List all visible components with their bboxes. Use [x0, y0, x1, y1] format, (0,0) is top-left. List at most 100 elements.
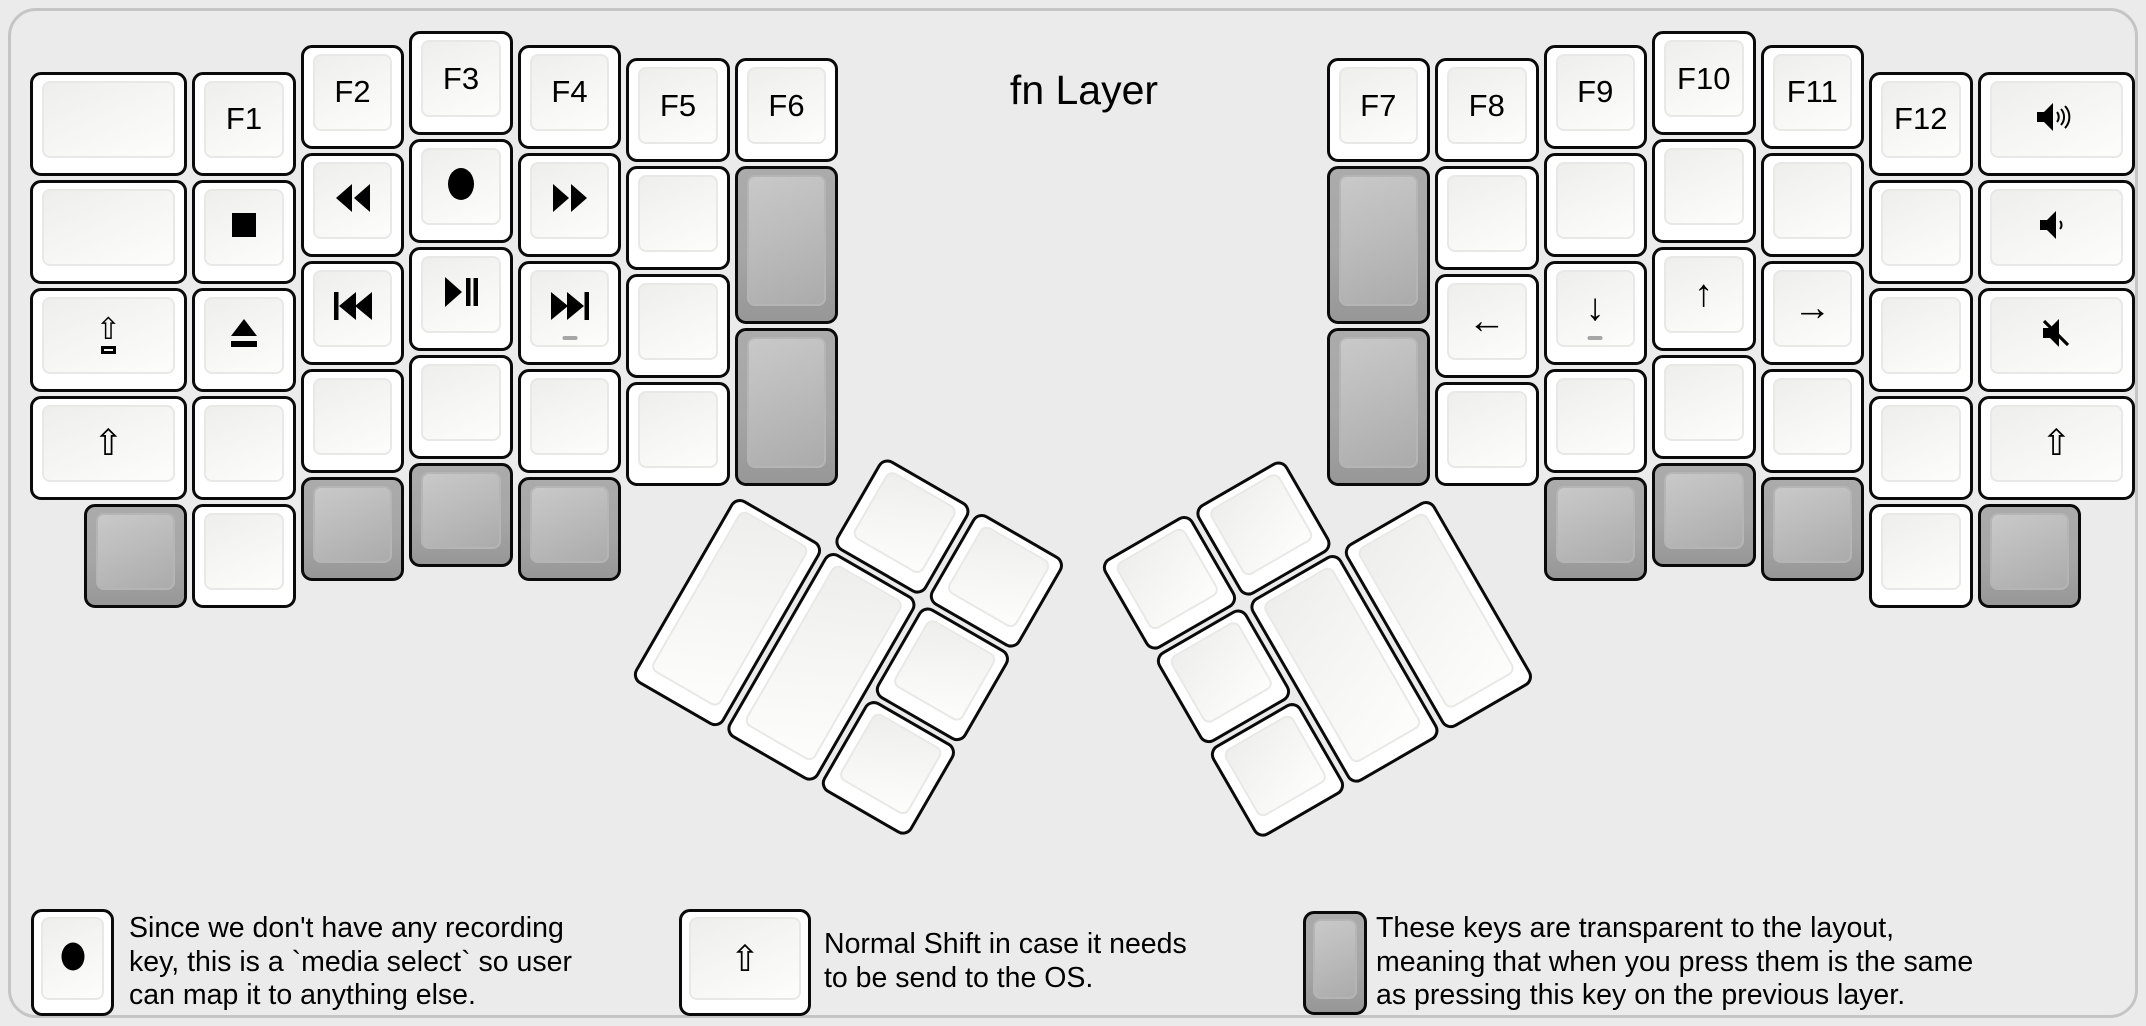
- blank-key[interactable]: [626, 166, 730, 270]
- transparent-key[interactable]: [734, 328, 839, 486]
- arrow-left-key[interactable]: ←: [1435, 274, 1539, 378]
- transparent-key[interactable]: [1652, 463, 1756, 567]
- blank-key[interactable]: [192, 395, 296, 500]
- f4-key-label: F4: [551, 74, 588, 109]
- record-key[interactable]: [409, 139, 513, 243]
- play-pause-key[interactable]: [409, 247, 513, 351]
- arrow-up-key[interactable]: ↑: [1652, 247, 1756, 351]
- keycap-top: [638, 283, 718, 360]
- next-track-key[interactable]: [517, 260, 622, 365]
- keycap-top: [1338, 175, 1418, 306]
- keycap-top: [529, 377, 610, 455]
- blank-key[interactable]: [300, 368, 405, 473]
- keycap-top: F10: [1664, 40, 1744, 117]
- keycap-top: [312, 485, 393, 563]
- f10-key[interactable]: F10: [1652, 31, 1756, 135]
- volume-up-key[interactable]: [1977, 71, 2136, 176]
- keycap-top: [1555, 485, 1635, 563]
- f9-key[interactable]: F9: [1543, 44, 1647, 149]
- f7-key[interactable]: F7: [1326, 58, 1430, 162]
- keycap-top: F12: [1881, 80, 1961, 158]
- transparent-key[interactable]: [300, 476, 405, 581]
- f2-key[interactable]: F2: [300, 44, 405, 149]
- prev-track-key[interactable]: [300, 260, 405, 365]
- blank-key[interactable]: [29, 71, 188, 176]
- transparent-key[interactable]: [1760, 476, 1864, 581]
- legend-shift-key[interactable]: ⇧: [679, 909, 811, 1016]
- blank-key[interactable]: [1543, 152, 1647, 257]
- transparent-key[interactable]: [1326, 166, 1430, 324]
- mute-key[interactable]: [1977, 287, 2136, 392]
- keycap-top: ⇧: [689, 917, 801, 1000]
- eject-key[interactable]: [192, 287, 296, 392]
- blank-key[interactable]: [517, 368, 622, 473]
- f8-key-label: F8: [1468, 87, 1505, 123]
- next-track-icon: [550, 291, 590, 326]
- transparent-key[interactable]: [1326, 328, 1430, 486]
- f5-key[interactable]: F5: [626, 58, 730, 162]
- keycap-top: [1772, 485, 1852, 563]
- blank-key[interactable]: [1760, 368, 1864, 473]
- legend-record-text: Since we don't have any recording key, t…: [129, 912, 572, 1011]
- keycap-top: [529, 269, 610, 347]
- transparent-key[interactable]: [1977, 503, 2081, 608]
- homing-bar: [562, 335, 577, 340]
- keycap-top: F9: [1555, 53, 1635, 131]
- caps-lock-key[interactable]: ⇧: [29, 287, 188, 392]
- keycap-top: [746, 337, 827, 468]
- blank-key[interactable]: [1760, 152, 1864, 257]
- blank-key[interactable]: [626, 382, 730, 486]
- blank-key[interactable]: [1652, 139, 1756, 243]
- f6-key[interactable]: F6: [734, 58, 839, 162]
- arrow-down-key[interactable]: ↓: [1543, 260, 1647, 365]
- right-shift-key[interactable]: ⇧: [1977, 395, 2136, 500]
- page-title: fn Layer: [1009, 67, 1159, 113]
- stop-key[interactable]: [192, 179, 296, 284]
- transparent-key[interactable]: [517, 476, 622, 581]
- volume-down-key[interactable]: [1977, 179, 2136, 284]
- f4-key[interactable]: F4: [517, 44, 622, 149]
- f12-key[interactable]: F12: [1869, 71, 1973, 176]
- f11-key[interactable]: F11: [1760, 44, 1864, 149]
- blank-key[interactable]: [1652, 355, 1756, 459]
- f6-key-label: F6: [768, 87, 805, 123]
- transparent-key[interactable]: [1543, 476, 1647, 581]
- transparent-key[interactable]: [83, 503, 188, 608]
- keycap-top: [421, 364, 501, 441]
- arrow-up-key-label: ↑: [1694, 273, 1714, 315]
- left-shift-key[interactable]: ⇧: [29, 395, 188, 500]
- transparent-key[interactable]: [409, 463, 513, 567]
- arrow-right-key[interactable]: →: [1760, 260, 1864, 365]
- f8-key[interactable]: F8: [1435, 58, 1539, 162]
- blank-key[interactable]: [1869, 179, 1973, 284]
- f10-key-label: F10: [1677, 60, 1731, 96]
- keycap-top: [1555, 377, 1635, 455]
- keycap-top: [1989, 188, 2124, 266]
- legend-transparent-text: These keys are transparent to the layout…: [1376, 912, 1974, 1011]
- rewind-key[interactable]: [300, 152, 405, 257]
- blank-key[interactable]: [1869, 503, 1973, 608]
- f5-key-label: F5: [659, 87, 697, 123]
- blank-key[interactable]: [626, 274, 730, 378]
- f1-key[interactable]: F1: [192, 71, 296, 176]
- keycap-top: [1221, 712, 1329, 820]
- left-shift-key-label: ⇧: [93, 422, 124, 463]
- blank-key[interactable]: [1435, 382, 1539, 486]
- legend-transparent-key[interactable]: [1303, 911, 1367, 1015]
- fast-forward-key[interactable]: [517, 152, 622, 257]
- keycap-top: [1989, 296, 2124, 374]
- blank-key[interactable]: [1869, 287, 1973, 392]
- f9-key-label: F9: [1577, 74, 1614, 109]
- blank-key[interactable]: [192, 503, 296, 608]
- blank-key[interactable]: [29, 179, 188, 284]
- keycap-top: [204, 512, 284, 590]
- blank-key[interactable]: [1869, 395, 1973, 500]
- transparent-key[interactable]: [734, 166, 839, 324]
- f3-key[interactable]: F3: [409, 31, 513, 135]
- blank-key[interactable]: [1543, 368, 1647, 473]
- legend-record-key[interactable]: [31, 909, 114, 1016]
- keycap-top: [1447, 175, 1527, 252]
- blank-key[interactable]: [1435, 166, 1539, 270]
- blank-key[interactable]: [409, 355, 513, 459]
